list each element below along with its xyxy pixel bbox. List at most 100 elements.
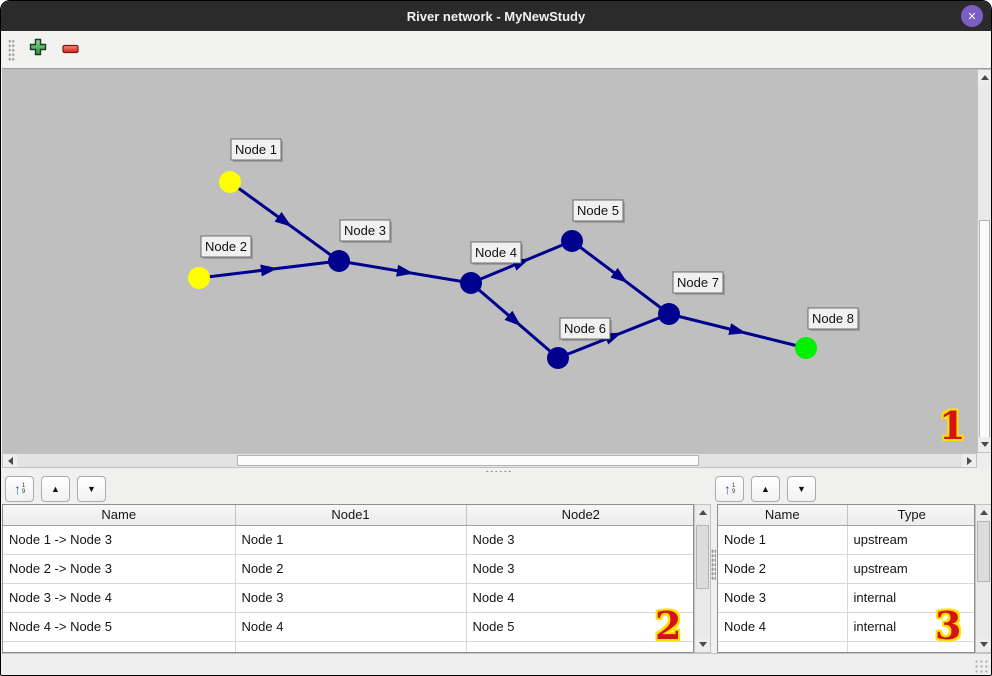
table-cell[interactable]: Node 3 — [718, 583, 848, 613]
table-cell[interactable]: Node 2 — [718, 554, 848, 584]
table-row[interactable] — [718, 641, 974, 652]
scroll-thumb[interactable] — [696, 525, 709, 589]
table-cell[interactable]: Node 4 — [466, 583, 693, 613]
table-cell[interactable]: Node 1 — [718, 525, 848, 555]
node-node-1[interactable] — [219, 171, 241, 193]
move-reach-up-button[interactable]: ▲ — [41, 476, 70, 502]
up-arrow-icon — [979, 510, 988, 515]
scroll-down-button[interactable] — [978, 437, 991, 452]
table-cell[interactable] — [847, 641, 974, 652]
scroll-thumb[interactable] — [977, 521, 990, 582]
node-label-text: Node 4 — [475, 245, 517, 260]
table-cell[interactable]: Node 4 — [718, 612, 848, 642]
table-cell[interactable]: Node 5 — [466, 612, 693, 642]
scroll-right-button[interactable] — [962, 454, 976, 467]
title-bar[interactable]: River network - MyNewStudy ✕ — [1, 1, 991, 31]
move-node-down-button[interactable]: ▼ — [787, 476, 816, 502]
scroll-left-button[interactable] — [3, 454, 17, 467]
horizontal-scroll-thumb[interactable] — [237, 455, 699, 466]
node-label-box-node-8[interactable] — [807, 307, 859, 330]
node-node-6[interactable] — [547, 347, 569, 369]
node-node-5[interactable] — [561, 230, 583, 252]
table-cell[interactable]: upstream — [847, 525, 974, 555]
node-node-3[interactable] — [328, 250, 350, 272]
window-title: River network - MyNewStudy — [406, 8, 586, 24]
table-cell[interactable]: Node 3 -> Node 4 — [3, 583, 236, 613]
down-triangle-icon: ▼ — [87, 483, 96, 494]
scroll-up-button[interactable] — [978, 70, 991, 85]
table-cell[interactable] — [466, 641, 693, 652]
column-header-name[interactable]: Name — [718, 505, 848, 526]
table-cell[interactable] — [3, 641, 236, 652]
left-arrow-icon — [7, 456, 13, 465]
table-splitter-handle[interactable] — [711, 549, 716, 581]
scroll-up-button[interactable] — [695, 505, 710, 520]
reach-table-scrollbar[interactable] — [694, 504, 711, 653]
table-cell[interactable] — [718, 641, 848, 652]
node-node-2[interactable] — [188, 267, 210, 289]
horizontal-splitter[interactable] — [1, 468, 991, 474]
table-cell[interactable]: Node 3 — [235, 583, 467, 613]
node-node-7[interactable] — [658, 303, 680, 325]
column-header-node1[interactable]: Node1 — [235, 505, 467, 526]
splitter-handle-icon — [485, 470, 511, 473]
scroll-up-button[interactable] — [976, 505, 991, 520]
table-cell[interactable]: Node 1 — [235, 525, 467, 555]
node-node-8[interactable] — [795, 337, 817, 359]
table-cell[interactable] — [235, 641, 467, 652]
node-label-box-node-3[interactable] — [339, 219, 391, 242]
close-button[interactable]: ✕ — [961, 5, 983, 27]
node-label-box-node-4[interactable] — [470, 241, 522, 264]
vertical-scroll-thumb[interactable] — [979, 220, 990, 440]
add-node-button[interactable] — [23, 37, 53, 63]
table-cell[interactable]: internal — [847, 612, 974, 642]
node-label-box-node-6[interactable] — [559, 317, 611, 340]
table-row[interactable] — [3, 641, 693, 652]
scroll-down-button[interactable] — [695, 637, 710, 652]
table-cell[interactable]: Node 4 -> Node 5 — [3, 612, 236, 642]
table-cell[interactable]: Node 3 — [466, 525, 693, 555]
scroll-down-button[interactable] — [976, 637, 991, 652]
node-label-box-node-1[interactable] — [230, 138, 282, 161]
node-label-box-node-2[interactable] — [200, 235, 252, 258]
up-triangle-icon: ▲ — [51, 483, 60, 494]
move-reach-down-button[interactable]: ▼ — [77, 476, 106, 502]
column-header-node2[interactable]: Node2 — [466, 505, 693, 526]
node-node-4[interactable] — [460, 272, 482, 294]
node-label-box-node-5[interactable] — [572, 199, 624, 222]
red-minus-icon — [62, 41, 80, 59]
column-header-name[interactable]: Name — [3, 505, 236, 526]
annotation-1: 1 — [939, 403, 966, 448]
table-cell[interactable]: internal — [847, 583, 974, 613]
toolbar-grip[interactable] — [8, 38, 15, 61]
table-cell[interactable]: Node 4 — [235, 612, 467, 642]
table-cell[interactable]: upstream — [847, 554, 974, 584]
remove-node-button[interactable] — [56, 37, 86, 63]
node-table-scrollbar[interactable] — [975, 504, 991, 653]
canvas-vertical-scrollbar[interactable] — [977, 69, 991, 453]
node-label-text: Node 6 — [564, 321, 606, 336]
resize-grip-icon[interactable] — [974, 659, 989, 673]
table-cell[interactable]: Node 1 -> Node 3 — [3, 525, 236, 555]
green-plus-icon — [29, 38, 47, 61]
table-cell[interactable]: Node 3 — [466, 554, 693, 584]
column-header-type[interactable]: Type — [847, 505, 974, 526]
canvas-horizontal-scrollbar[interactable] — [2, 453, 977, 468]
table-cell[interactable]: Node 2 -> Node 3 — [3, 554, 236, 584]
move-node-up-button[interactable]: ▲ — [751, 476, 780, 502]
node-label-box-node-7[interactable] — [672, 271, 724, 294]
table-cell[interactable]: Node 2 — [235, 554, 467, 584]
